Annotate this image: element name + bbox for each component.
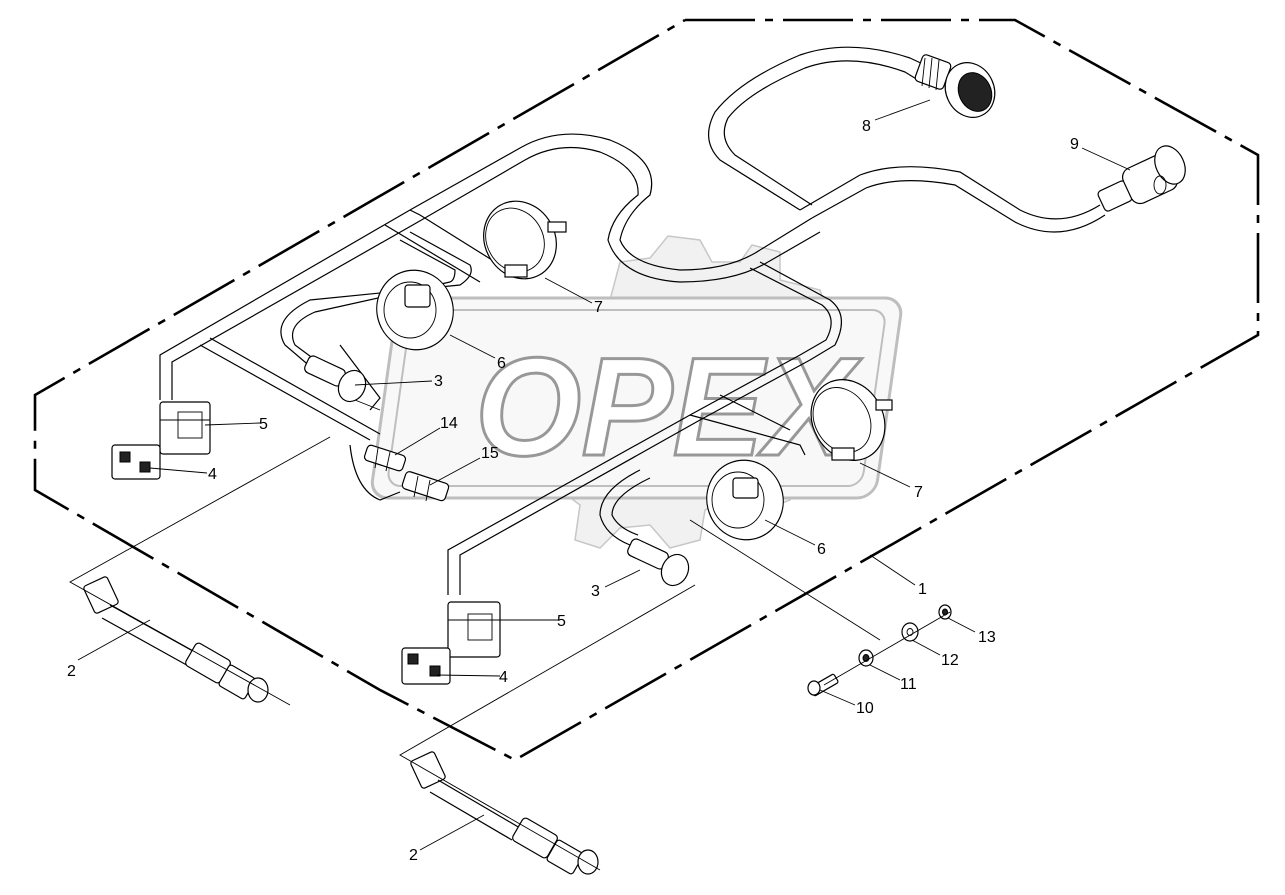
switch-plug-part-4-upper <box>111 444 161 480</box>
callout-label: 8 <box>862 118 871 135</box>
leader-lines <box>77 99 1131 851</box>
callout-label: 7 <box>914 484 923 501</box>
switch-plug-part-4-lower <box>401 647 451 685</box>
callout-label: 5 <box>259 416 268 433</box>
callout-label: 2 <box>409 847 418 864</box>
inline-connector-part-15 <box>401 471 450 502</box>
callout-label: 11 <box>900 676 917 693</box>
watermark: OPEX <box>370 235 903 549</box>
watermark-text: OPEX <box>475 328 862 485</box>
callout-label: 1 <box>918 581 927 598</box>
callout-label: 10 <box>856 700 874 717</box>
bolt-part-10 <box>807 673 839 697</box>
callout-label: 5 <box>557 613 566 630</box>
assembly-boundary <box>33 18 1260 762</box>
cup-holder-part-7-upper <box>483 200 567 280</box>
callout-label: 13 <box>978 629 996 646</box>
callout-label: 12 <box>941 652 959 669</box>
plug-connector-part-3-lower <box>627 538 690 587</box>
sensor-cable-part-2-upper <box>83 576 269 703</box>
plug-connector-part-3-upper <box>304 355 367 403</box>
callout-label: 15 <box>481 445 499 462</box>
callout-label: 14 <box>440 415 458 432</box>
callout-label: 3 <box>434 373 443 390</box>
round-socket-part-6-lower <box>706 459 784 541</box>
callout-label: 4 <box>208 466 217 483</box>
cup-holder-part-7-lower <box>810 379 893 461</box>
sub-assembly-frames <box>69 399 951 871</box>
switch-housing-part-5-upper <box>159 401 211 455</box>
inline-connector-part-14 <box>363 444 407 472</box>
callout-label: 6 <box>817 541 826 558</box>
callout-label: 6 <box>497 355 506 372</box>
round-connector-part-8 <box>914 54 996 118</box>
callout-label: 9 <box>1070 136 1079 153</box>
callout-label: 7 <box>594 299 603 316</box>
callout-label: 4 <box>499 669 508 686</box>
washer-part-11 <box>858 649 874 667</box>
sensor-cable-part-2-lower <box>410 751 599 875</box>
callout-label: 3 <box>591 583 600 600</box>
main-harness <box>159 46 1106 595</box>
round-socket-part-6-upper <box>376 269 454 351</box>
watermark-frame-outer <box>370 296 903 500</box>
switch-housing-part-5-lower <box>447 601 501 658</box>
callout-label: 2 <box>67 663 76 680</box>
socket-part-9 <box>1097 145 1186 212</box>
callouts: 1 2 2 3 3 4 4 5 5 6 6 7 7 8 9 10 11 12 1… <box>67 118 1079 864</box>
washer-part-12 <box>901 622 919 642</box>
